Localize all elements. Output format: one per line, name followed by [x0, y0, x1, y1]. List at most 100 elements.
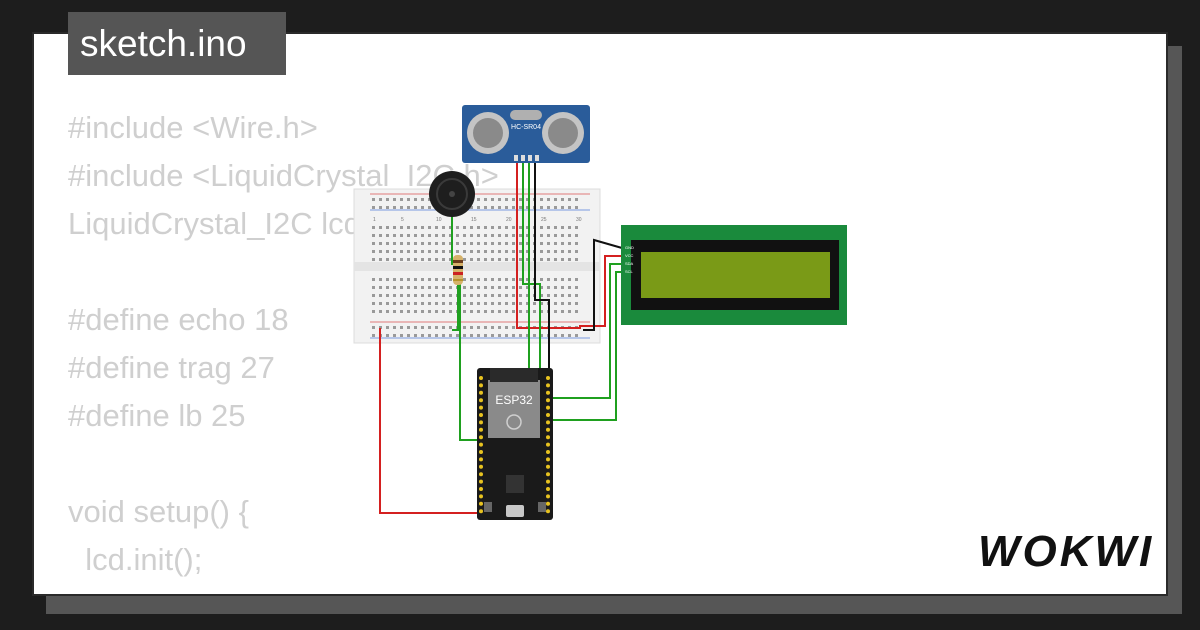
breadboard-hole — [554, 226, 557, 229]
breadboard-hole — [428, 250, 431, 253]
breadboard-hole — [442, 278, 445, 281]
breadboard-hole — [540, 206, 543, 209]
breadboard-hole — [498, 198, 501, 201]
breadboard-hole — [498, 326, 501, 329]
esp32-pin — [546, 494, 550, 499]
lcd-pin-label: SDA — [625, 261, 634, 266]
breadboard-hole — [386, 334, 389, 337]
breadboard-hole — [400, 294, 403, 297]
breadboard-hole — [407, 310, 410, 313]
breadboard-hole — [561, 302, 564, 305]
esp32-pin-headers — [479, 376, 550, 514]
breadboard-hole — [463, 294, 466, 297]
breadboard-hole — [372, 310, 375, 313]
esp32-pin — [546, 501, 550, 506]
breadboard-hole — [498, 234, 501, 237]
breadboard-hole — [442, 286, 445, 289]
breadboard-hole — [554, 242, 557, 245]
breadboard-hole — [575, 226, 578, 229]
breadboard-hole — [526, 206, 529, 209]
breadboard-column-number: 25 — [541, 217, 547, 223]
breadboard-hole — [519, 286, 522, 289]
breadboard-hole — [463, 242, 466, 245]
breadboard-hole — [428, 286, 431, 289]
breadboard-hole — [449, 326, 452, 329]
breadboard-hole — [568, 206, 571, 209]
esp32-pin — [546, 450, 550, 454]
breadboard-hole — [554, 294, 557, 297]
breadboard-hole — [400, 302, 403, 305]
breadboard-hole — [484, 334, 487, 337]
breadboard-hole — [519, 250, 522, 253]
breadboard-hole — [505, 250, 508, 253]
breadboard-hole — [421, 198, 424, 201]
breadboard-hole — [421, 326, 424, 329]
breadboard-hole — [484, 234, 487, 237]
breadboard-hole — [477, 242, 480, 245]
breadboard-hole — [526, 234, 529, 237]
breadboard-hole — [575, 302, 578, 305]
breadboard-hole — [414, 242, 417, 245]
breadboard-hole — [575, 334, 578, 337]
breadboard-hole — [400, 278, 403, 281]
breadboard-hole — [540, 310, 543, 313]
esp32-pin — [479, 376, 483, 380]
breadboard-hole — [512, 198, 515, 201]
breadboard-hole — [372, 258, 375, 261]
breadboard-hole — [379, 198, 382, 201]
sensor-label: HC-SR04 — [511, 124, 541, 131]
breadboard-hole — [484, 250, 487, 253]
breadboard-hole — [400, 206, 403, 209]
breadboard-hole — [442, 334, 445, 337]
breadboard-hole — [491, 198, 494, 201]
breadboard-hole — [407, 294, 410, 297]
breadboard-hole — [568, 302, 571, 305]
esp32-pin — [479, 398, 483, 403]
breadboard-hole — [449, 234, 452, 237]
code-line: lcd.backlight(); — [68, 584, 544, 594]
breadboard-hole — [575, 294, 578, 297]
breadboard-hole — [470, 226, 473, 229]
breadboard-hole — [463, 326, 466, 329]
breadboard-hole — [449, 278, 452, 281]
breadboard-hole — [421, 234, 424, 237]
esp32-pin — [546, 390, 550, 395]
breadboard-hole — [477, 294, 480, 297]
breadboard-hole — [512, 326, 515, 329]
esp32-pin — [479, 472, 483, 477]
esp32-pin — [479, 494, 483, 499]
breadboard-hole — [505, 310, 508, 313]
breadboard-hole — [379, 206, 382, 209]
breadboard-hole — [421, 206, 424, 209]
breadboard-hole — [498, 242, 501, 245]
esp32-pin — [546, 442, 550, 447]
breadboard-hole — [505, 278, 508, 281]
wire-black-lcd-gnd — [583, 238, 623, 331]
breadboard-hole — [463, 234, 466, 237]
breadboard-hole — [435, 234, 438, 237]
breadboard-hole — [519, 242, 522, 245]
breadboard-hole — [386, 242, 389, 245]
breadboard-hole — [442, 302, 445, 305]
breadboard-hole — [498, 286, 501, 289]
breadboard-hole — [512, 334, 515, 337]
breadboard-hole — [428, 258, 431, 261]
breadboard-hole — [470, 206, 473, 209]
breadboard-hole — [561, 198, 564, 201]
breadboard-hole — [463, 310, 466, 313]
breadboard-hole — [498, 258, 501, 261]
breadboard-hole — [435, 226, 438, 229]
esp32-pin — [546, 487, 550, 491]
breadboard-hole — [414, 326, 417, 329]
breadboard-hole — [470, 310, 473, 313]
breadboard-hole — [372, 234, 375, 237]
breadboard-hole — [379, 326, 382, 329]
breadboard-hole — [386, 250, 389, 253]
breadboard-hole — [526, 302, 529, 305]
breadboard-hole — [491, 310, 494, 313]
breadboard-hole — [449, 242, 452, 245]
breadboard-hole — [512, 286, 515, 289]
breadboard-hole — [442, 234, 445, 237]
breadboard-hole — [561, 278, 564, 281]
breadboard-hole — [421, 258, 424, 261]
